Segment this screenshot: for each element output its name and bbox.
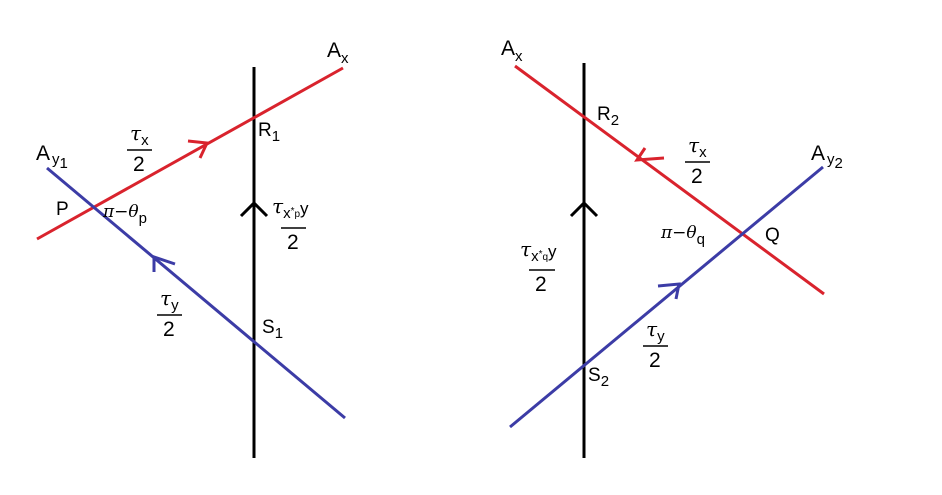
- svg-text:τx: τx: [688, 133, 707, 161]
- right-point-q: Q: [765, 225, 780, 246]
- right-s-label: S2: [588, 365, 609, 390]
- left-y-arrow-icon: [152, 254, 176, 272]
- right-vertical-arrow-icon: [569, 200, 599, 218]
- svg-text:τx: τx: [130, 121, 149, 149]
- right-y-line: [509, 165, 824, 429]
- svg-text:2: 2: [649, 349, 661, 372]
- right-frac-tau-x: τx 2: [685, 133, 710, 188]
- svg-text:τx*qy: τx*qy: [520, 237, 557, 265]
- svg-text:2: 2: [535, 273, 547, 296]
- svg-text:2: 2: [691, 165, 703, 188]
- svg-text:τx*py: τx*py: [272, 194, 309, 222]
- left-frac-tau-xy: τx*py 2: [272, 194, 309, 254]
- svg-text:2: 2: [133, 153, 145, 176]
- left-frac-tau-x: τx 2: [127, 121, 152, 176]
- left-ax-label: Ax: [327, 39, 349, 67]
- left-s-label: S1: [262, 317, 283, 342]
- left-angle-label: π−θp: [102, 202, 147, 227]
- svg-text:2: 2: [163, 318, 175, 341]
- svg-text:2: 2: [287, 231, 299, 254]
- left-vertical-arrow-icon: [239, 200, 269, 218]
- left-r-label: R1: [258, 120, 280, 145]
- svg-text:τy: τy: [646, 317, 665, 345]
- left-x-line: [36, 66, 344, 241]
- right-frac-tau-y: τy 2: [643, 317, 668, 372]
- right-frac-tau-xy: τx*qy 2: [520, 237, 557, 296]
- right-x-line: [514, 64, 825, 296]
- svg-text:τy: τy: [160, 286, 179, 314]
- left-frac-tau-y: τy 2: [157, 286, 182, 341]
- right-r-label: R2: [597, 104, 619, 129]
- right-x-arrow-icon: [634, 147, 665, 162]
- right-ax-label: Ax: [501, 37, 523, 65]
- left-y-line: [46, 166, 346, 420]
- right-angle-label: π−θq: [660, 223, 705, 248]
- left-point-p: P: [56, 199, 69, 220]
- left-x-arrow-icon: [187, 139, 210, 159]
- right-y-arrow-icon: [657, 282, 681, 300]
